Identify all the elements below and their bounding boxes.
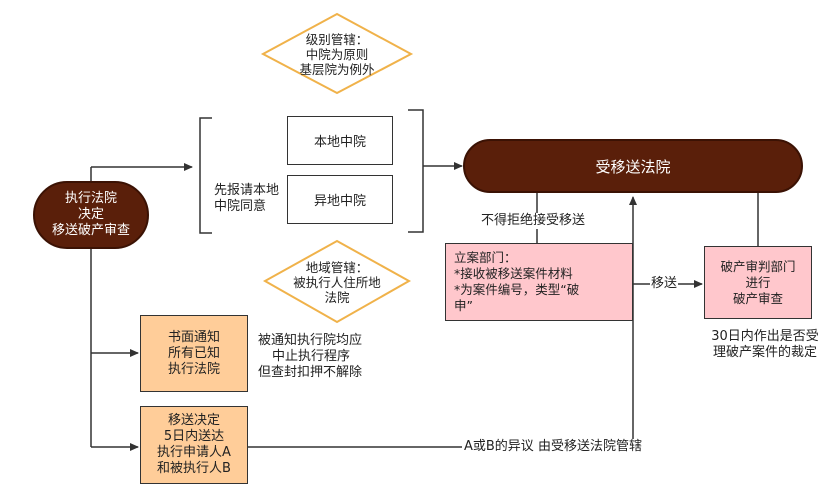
report-note: 先报请本地 中院同意 (214, 183, 284, 215)
diamond-region-line-1: 地域管辖： (305, 259, 369, 275)
filing-line-1: 立案部门： (454, 250, 517, 265)
notify-line-2: 所有已知 (167, 345, 220, 361)
filing-line-2: *接收被移送案件材料 (454, 266, 573, 281)
decision-line-2: 5日内送达 (163, 429, 225, 444)
diamond-region: 地域管辖： 被执行人住所地 法院 (280, 258, 394, 306)
filing-line-3: *为案件编号，类型“破 (454, 282, 580, 297)
start-line-3: 移送破产审查 (51, 223, 130, 238)
diamond-region-line-3: 法院 (324, 289, 350, 305)
diamond-region-shape (262, 239, 412, 324)
filing-dept-box: 立案部门： *接收被移送案件材料 *为案件编号，类型“破 申” (445, 243, 633, 321)
decision-line-1: 移送决定 (167, 413, 220, 428)
decision-box: 移送决定 5日内送达 执行申请人A 和被执行人B (140, 406, 248, 484)
decision-line-4: 和被执行人B (157, 461, 231, 476)
diamond-level: 级别管辖： 中院为原则 基层院为例外 (278, 30, 396, 78)
report-note-line-2: 中院同意 (214, 199, 267, 214)
report-note-line-1: 先报请本地 (214, 183, 280, 198)
notify-line-3: 执行法院 (167, 361, 220, 377)
no-refuse-label: 不得拒绝接受移送 (481, 213, 586, 229)
decision-line-3: 执行申请人A (157, 445, 231, 460)
diamond-level-line-3: 基层院为例外 (299, 61, 375, 77)
trial-note: 30日内作出是否受 理破产案件的裁定 (700, 329, 830, 361)
diamond-level-line-2: 中院为原则 (305, 46, 369, 62)
diamond-level-shape (260, 12, 414, 95)
local-court-box: 本地中院 (287, 116, 393, 165)
trial-note-line-2: 理破产案件的裁定 (712, 345, 817, 360)
other-court-label: 异地中院 (313, 194, 366, 209)
start-line-1: 执行法院 (64, 191, 117, 206)
trial-line-3: 破产审查 (732, 290, 783, 306)
local-court-label: 本地中院 (313, 135, 366, 150)
notify-line-1: 书面通知 (167, 329, 220, 345)
notify-note: 被通知执行院均应 中止执行程序 但查封扣押不解除 (258, 333, 418, 381)
trial-note-line-1: 30日内作出是否受 (711, 329, 819, 344)
notify-note-line-2: 中止执行程序 (272, 349, 351, 364)
left-bracket (199, 117, 212, 234)
right-bracket (408, 109, 424, 233)
filing-line-4: 申” (454, 298, 473, 313)
receiving-court-node: 受移送法院 (463, 139, 803, 193)
notify-note-line-3: 但查封扣押不解除 (258, 365, 363, 380)
notify-box: 书面通知 所有已知 执行法院 (140, 315, 248, 392)
start-line-2: 决定 (77, 207, 104, 222)
diamond-level-line-1: 级别管辖： (305, 31, 369, 47)
objection-note: A或B的异议 由受移送法院管辖 (462, 439, 644, 455)
diamond-region-line-2: 被执行人住所地 (293, 274, 381, 290)
trial-line-1: 破产审判部门 (720, 258, 796, 274)
receiving-court-label: 受移送法院 (595, 157, 671, 176)
other-court-box: 异地中院 (287, 175, 393, 224)
transfer-label: 移送 (650, 276, 679, 292)
trial-dept-box: 破产审判部门 进行 破产审查 (704, 246, 812, 319)
trial-line-2: 进行 (745, 274, 771, 290)
start-node: 执行法院 决定 移送破产审查 (33, 181, 149, 249)
notify-note-line-1: 被通知执行院均应 (258, 333, 363, 348)
